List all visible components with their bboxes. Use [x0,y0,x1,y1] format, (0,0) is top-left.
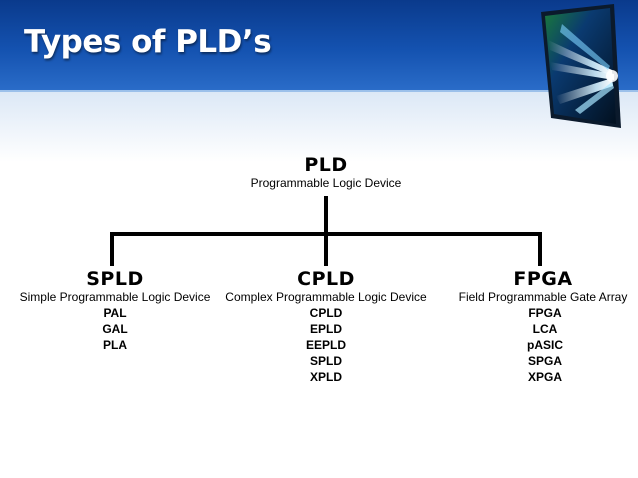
list-item: GAL [102,322,128,336]
node-pld-description: Programmable Logic Device [250,176,402,190]
list-item: EPLD [309,322,342,336]
spld-item-list: PAL GAL PLA [75,305,155,353]
node-spld-name: SPLD [86,268,144,290]
list-item: EEPLD [305,338,346,352]
slide-title: Types of PLD’s [24,24,272,60]
node-spld-description: Simple Programmable Logic Device [19,290,211,304]
list-item: SPLD [309,354,342,368]
node-cpld-name: CPLD [297,268,355,290]
list-item: LCA [532,322,558,336]
node-spld: SPLD Simple Programmable Logic Device [0,268,230,304]
list-item: PAL [103,306,127,320]
list-item: XPLD [309,370,342,384]
node-pld-name: PLD [304,154,348,176]
list-item: CPLD [309,306,343,320]
node-fpga-name: FPGA [513,268,573,290]
node-cpld: CPLD Complex Programmable Logic Device [211,268,441,304]
fpga-item-list: FPGA LCA pASIC SPGA XPGA [505,305,585,385]
list-item: PLA [103,338,127,352]
list-item: SPGA [527,354,562,368]
banner-fade [0,92,638,162]
node-cpld-description: Complex Programmable Logic Device [225,290,427,304]
cpld-item-list: CPLD EPLD EEPLD SPLD XPLD [286,305,366,385]
light-streak-cube-icon [541,4,621,128]
node-pld: PLD Programmable Logic Device [226,154,426,190]
list-item: pASIC [527,338,563,352]
list-item: XPGA [527,370,562,384]
node-fpga-description: Field Programmable Gate Array [458,290,628,304]
title-banner [0,0,638,90]
list-item: FPGA [528,306,562,320]
banner-divider [0,90,638,92]
node-fpga: FPGA Field Programmable Gate Array [448,268,638,304]
